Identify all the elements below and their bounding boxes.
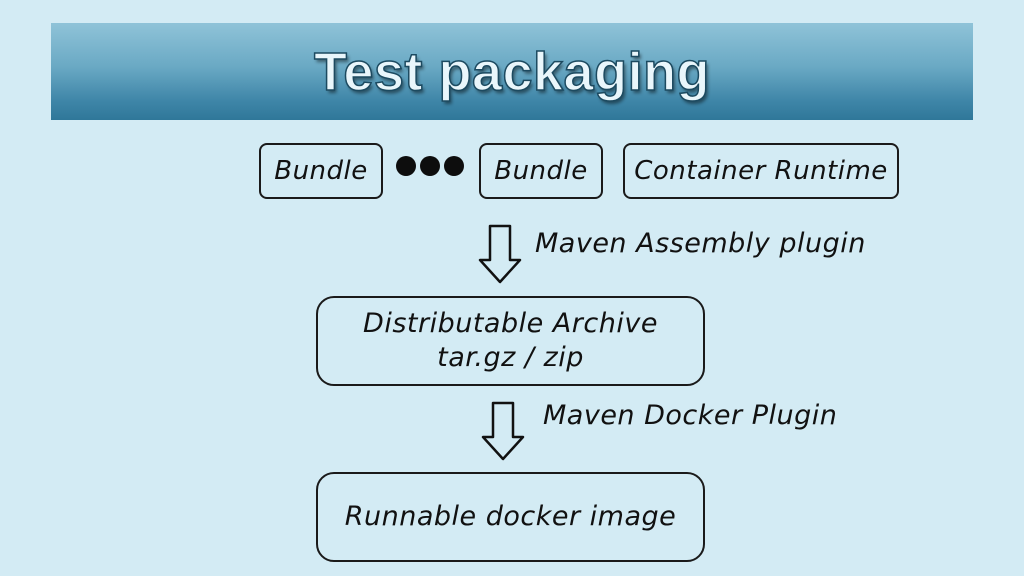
ellipsis-dots — [396, 156, 464, 176]
assembly-step-label: Maven Assembly plugin — [535, 228, 866, 259]
bundle-box-1: Bundle — [259, 143, 383, 199]
dot-icon — [396, 156, 416, 176]
down-arrow-icon-2 — [481, 401, 525, 461]
archive-line-1: Distributable Archive — [363, 308, 658, 340]
bundle-label-2: Bundle — [494, 155, 588, 186]
down-arrow-icon-1 — [478, 224, 522, 284]
dot-icon — [420, 156, 440, 176]
bundle-label-1: Bundle — [274, 155, 368, 186]
dot-icon — [444, 156, 464, 176]
archive-line-2: tar.gz / zip — [437, 342, 584, 373]
title-banner: Test packaging — [51, 23, 973, 120]
archive-box: Distributable Archive tar.gz / zip — [316, 296, 705, 386]
docker-image-box: Runnable docker image — [316, 472, 705, 562]
container-runtime-box: Container Runtime — [623, 143, 899, 199]
docker-step-label: Maven Docker Plugin — [543, 400, 838, 431]
bundle-box-2: Bundle — [479, 143, 603, 199]
container-runtime-label: Container Runtime — [634, 155, 888, 186]
slide-title: Test packaging — [313, 41, 711, 103]
docker-image-label: Runnable docker image — [344, 501, 677, 533]
